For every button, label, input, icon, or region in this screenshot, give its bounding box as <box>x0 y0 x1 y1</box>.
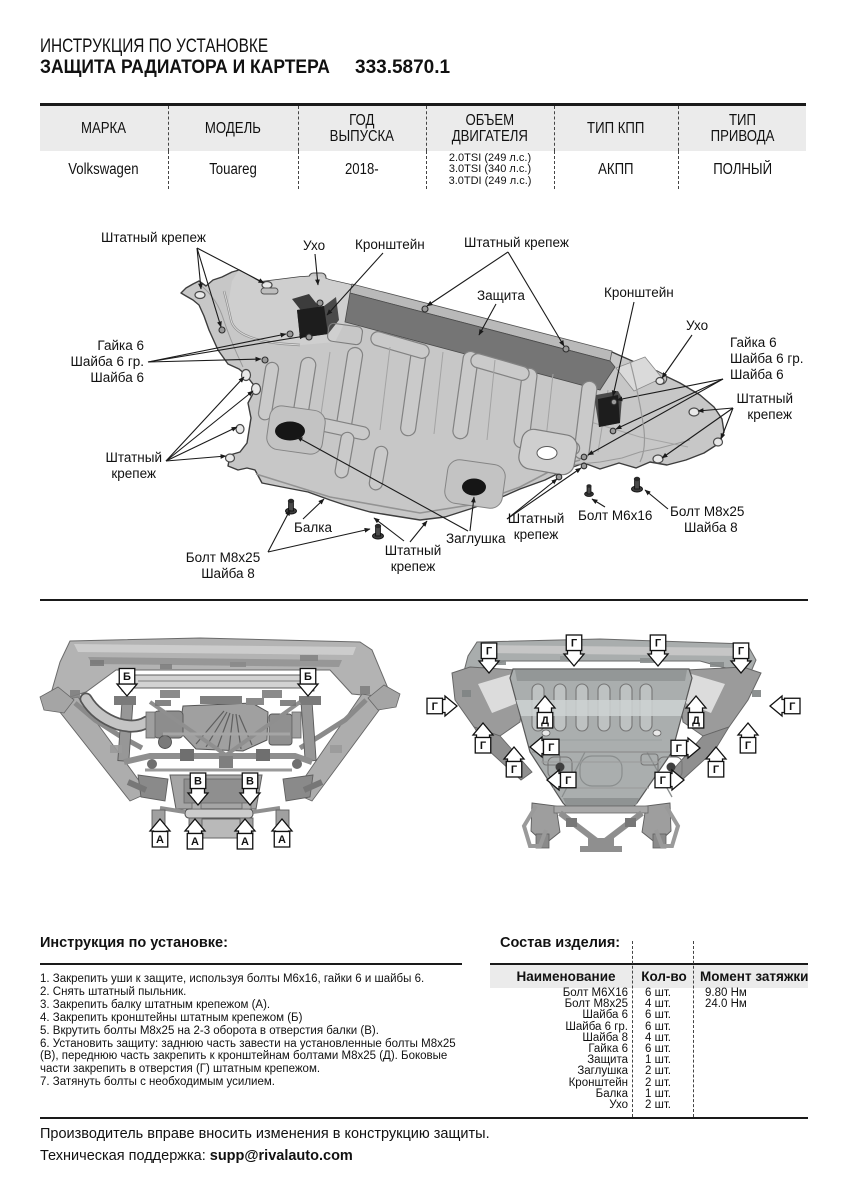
svg-text:Г: Г <box>480 740 487 752</box>
svg-text:А: А <box>191 836 199 848</box>
svg-text:Г: Г <box>486 646 493 658</box>
svg-text:Гайка 6: Гайка 6 <box>97 338 144 353</box>
svg-text:Шайба 6 гр.: Шайба 6 гр. <box>730 351 804 366</box>
svg-text:Болт М8х25: Болт М8х25 <box>186 550 260 565</box>
svg-text:Г: Г <box>789 701 796 713</box>
svg-text:Г: Г <box>565 775 572 787</box>
svg-text:Шайба 8: Шайба 8 <box>201 566 255 581</box>
svg-text:А: А <box>156 834 164 846</box>
svg-text:Г: Г <box>432 701 439 713</box>
svg-text:Защита: Защита <box>477 288 525 303</box>
svg-text:В: В <box>246 776 254 788</box>
svg-text:Д: Д <box>692 715 700 727</box>
svg-text:А: А <box>278 834 286 846</box>
svg-text:Штатный: Штатный <box>385 543 442 558</box>
svg-text:Ухо: Ухо <box>686 318 708 333</box>
svg-text:Ухо: Ухо <box>303 238 325 253</box>
svg-text:Штатный крепеж: Штатный крепеж <box>101 230 206 245</box>
svg-text:Заглушка: Заглушка <box>446 531 506 546</box>
svg-text:Г: Г <box>660 775 667 787</box>
svg-text:крепеж: крепеж <box>391 559 436 574</box>
svg-text:Штатный: Штатный <box>508 511 565 526</box>
svg-text:Кронштейн: Кронштейн <box>355 237 425 252</box>
svg-text:Д: Д <box>541 715 549 727</box>
svg-text:Шайба 8: Шайба 8 <box>684 520 738 535</box>
svg-text:Г: Г <box>511 764 518 776</box>
svg-text:Г: Г <box>548 742 555 754</box>
svg-text:крепеж: крепеж <box>111 466 156 481</box>
svg-text:А: А <box>241 836 249 848</box>
svg-text:крепеж: крепеж <box>747 407 792 422</box>
svg-text:В: В <box>194 776 202 788</box>
svg-text:Гайка 6: Гайка 6 <box>730 335 777 350</box>
svg-text:Г: Г <box>713 764 720 776</box>
svg-text:Г: Г <box>745 740 752 752</box>
svg-text:Балка: Балка <box>294 520 332 535</box>
svg-text:Г: Г <box>738 646 745 658</box>
svg-text:Штатный: Штатный <box>737 391 794 406</box>
svg-text:Кронштейн: Кронштейн <box>604 285 674 300</box>
svg-text:крепеж: крепеж <box>514 527 559 542</box>
svg-text:Г: Г <box>676 743 683 755</box>
svg-text:Шайба 6: Шайба 6 <box>730 367 784 382</box>
svg-text:Б: Б <box>304 671 312 683</box>
svg-text:Болт М8х25: Болт М8х25 <box>670 504 744 519</box>
svg-text:Шайба 6: Шайба 6 <box>90 370 144 385</box>
svg-text:Болт М6х16: Болт М6х16 <box>578 508 652 523</box>
svg-text:Б: Б <box>123 671 131 683</box>
svg-text:Штатный: Штатный <box>106 450 163 465</box>
svg-text:Штатный крепеж: Штатный крепеж <box>464 235 569 250</box>
svg-text:Г: Г <box>571 638 578 650</box>
svg-text:Г: Г <box>655 638 662 650</box>
svg-text:Шайба 6 гр.: Шайба 6 гр. <box>70 354 144 369</box>
